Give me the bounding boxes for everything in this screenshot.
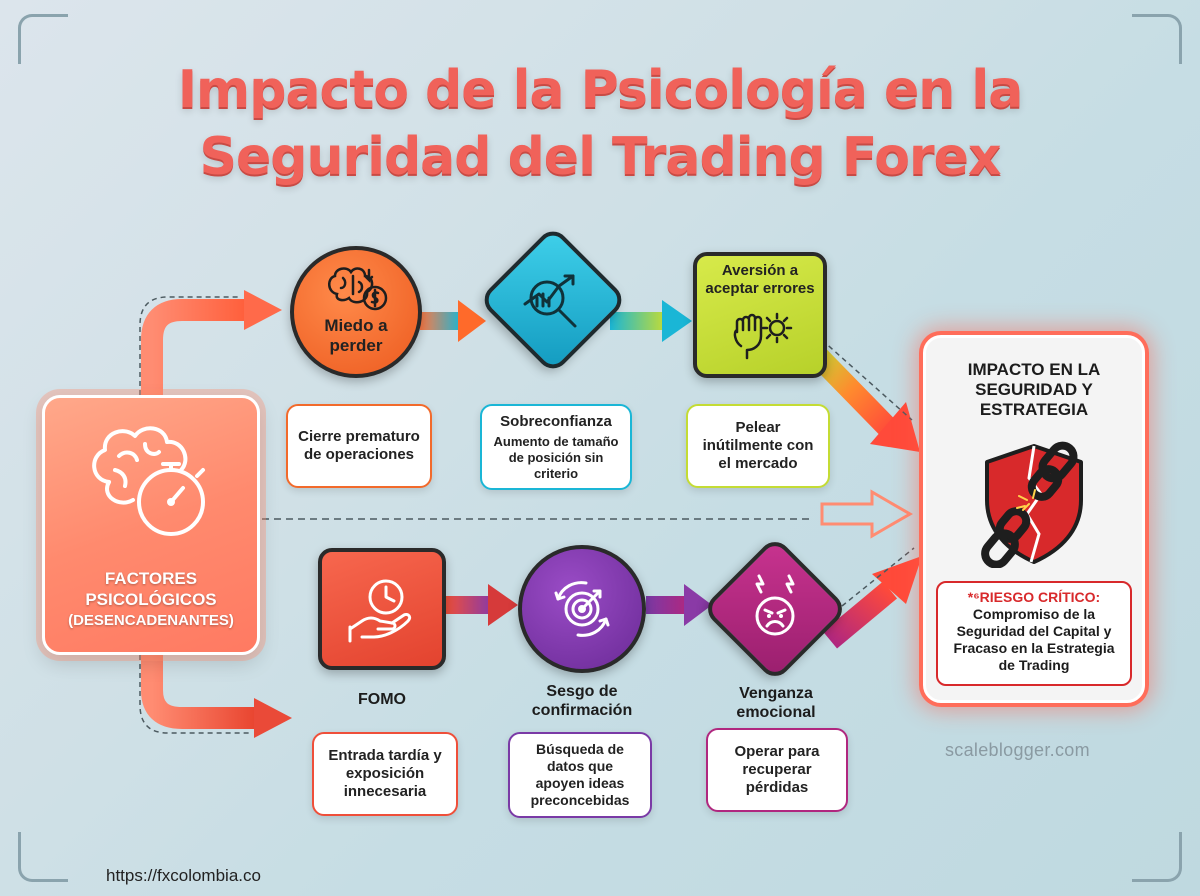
- impact-title-line: ESTRATEGIA: [979, 400, 1089, 419]
- page-title-line-1: Impacto de la Psicología en la: [177, 60, 1024, 120]
- riesgo-critico-box: *⁶RIESGO CRÍTICO: Compromiso de la Segur…: [936, 581, 1132, 686]
- factores-psicologicos-box: FACTORES PSICOLÓGICOS (DESENCADENANTES): [42, 395, 260, 655]
- card-line: Pelear: [735, 419, 781, 436]
- card-busqueda-datos: Búsqueda de datos que apoyen ideas preco…: [508, 732, 652, 818]
- riesgo-line: de Trading: [998, 657, 1070, 673]
- impact-title-line: SEGURIDAD Y: [975, 380, 1093, 399]
- card-line: Operar para: [734, 743, 820, 760]
- node-aversion-errores: Aversión a aceptar errores: [693, 252, 827, 378]
- riesgo-line: Compromiso de la: [972, 606, 1096, 622]
- factores-line-3: (DESENCADENANTES): [68, 612, 234, 629]
- riesgo-line: Fracaso en la Estrategia: [953, 640, 1115, 656]
- card-line: innecesaria: [343, 783, 427, 800]
- venganza-label: Venganza emocional: [698, 684, 854, 722]
- card-line: pérdidas: [745, 779, 809, 796]
- card-line: Aumento de tamaño: [493, 434, 619, 449]
- watermark-scaleblogger: scaleblogger.com: [945, 740, 1090, 760]
- card-line: preconcebidas: [530, 792, 630, 808]
- card-line: Entrada tardía y: [328, 747, 442, 764]
- card-line: inútilmente con: [702, 437, 814, 454]
- footer-url[interactable]: https://fxcolombia.co: [106, 866, 261, 885]
- angry-face-icon: [755, 574, 795, 636]
- riesgo-critico-heading: *⁶RIESGO CRÍTICO:: [967, 589, 1101, 605]
- target-cycle-icon: [554, 581, 610, 637]
- fomo-label: FOMO: [358, 691, 406, 708]
- card-line: exposición: [345, 765, 425, 782]
- factores-line-1: FACTORES: [104, 569, 198, 588]
- card-line: el mercado: [718, 455, 798, 472]
- fist-gear-icon: [733, 312, 793, 360]
- aversion-label-1: Aversión a: [721, 262, 799, 279]
- hand-clock-icon: [348, 579, 412, 643]
- node-miedo-a-perder: Miedo a perder: [290, 246, 422, 378]
- riesgo-line: Seguridad del Capital y: [956, 623, 1112, 639]
- corner-bracket-top-left: [18, 14, 68, 64]
- magnifier-chart-icon: [523, 274, 577, 328]
- node-sesgo-confirmacion: [518, 545, 646, 673]
- sesgo-label-2: confirmación: [531, 702, 633, 719]
- node-fomo: [318, 548, 446, 670]
- card-entrada-tardia: Entrada tardía y exposición innecesaria: [312, 732, 458, 816]
- venganza-label-1: Venganza: [739, 685, 813, 702]
- impact-title-line: IMPACTO EN LA: [967, 360, 1101, 379]
- card-cierre-prematuro: Cierre prematuro de operaciones: [286, 404, 432, 488]
- miedo-label-1: Miedo a: [324, 316, 388, 335]
- sesgo-label: Sesgo de confirmación: [506, 682, 658, 720]
- page-title-line-2: Seguridad del Trading Forex: [199, 127, 1002, 187]
- card-line: de operaciones: [303, 446, 415, 463]
- sesgo-label-1: Sesgo de: [546, 683, 618, 700]
- factores-line-2: PSICOLÓGICOS: [85, 590, 217, 609]
- card-pelear-mercado: Pelear inútilmente con el mercado: [686, 404, 830, 488]
- brain-stopwatch-icon: [92, 426, 205, 536]
- factores-label: FACTORES PSICOLÓGICOS (DESENCADENANTES): [45, 568, 257, 631]
- broken-shield-chain-icon: [981, 441, 1083, 568]
- miedo-label-2: perder: [329, 336, 383, 355]
- venganza-label-2: emocional: [736, 704, 816, 721]
- card-line: Búsqueda de: [536, 741, 624, 757]
- card-line: de posición sin: [508, 450, 604, 465]
- card-line: datos que: [546, 758, 614, 774]
- card-sobreconfianza: Sobreconfianza Aumento de tamaño de posi…: [480, 404, 632, 490]
- corner-bracket-bottom-right: [1132, 832, 1182, 882]
- card-line: apoyen ideas: [535, 775, 625, 791]
- aversion-label-2: aceptar errores: [705, 280, 815, 297]
- corner-bracket-bottom-left: [18, 832, 68, 882]
- sobreconfianza-label: Sobreconfianza: [500, 413, 612, 430]
- corner-bracket-top-right: [1132, 14, 1182, 64]
- brain-money-icon: [328, 267, 388, 311]
- card-operar-recuperar: Operar para recuperar pérdidas: [706, 728, 848, 812]
- card-line: criterio: [533, 466, 579, 481]
- card-line: recuperar: [742, 761, 812, 778]
- card-line: Cierre prematuro: [298, 428, 420, 445]
- impact-title: IMPACTO EN LA SEGURIDAD Y ESTRATEGIA: [926, 360, 1142, 420]
- impact-box: IMPACTO EN LA SEGURIDAD Y ESTRATEGIA *⁶R…: [923, 335, 1145, 703]
